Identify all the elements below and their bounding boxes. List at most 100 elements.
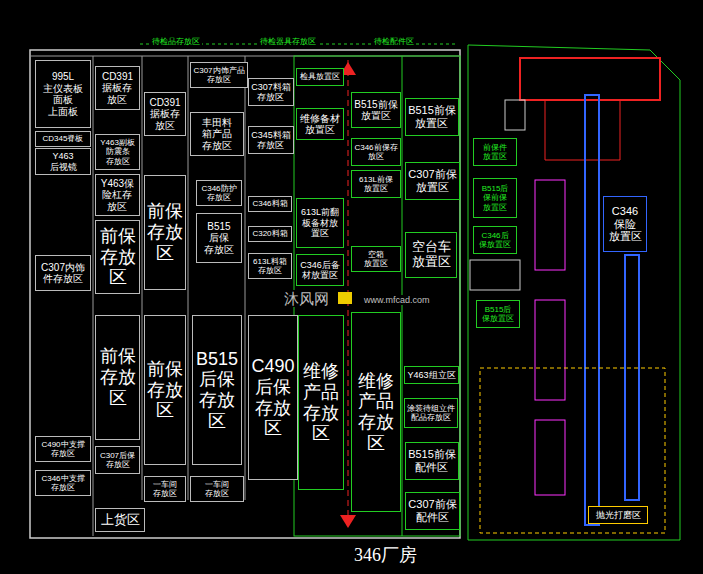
zone-label: C346前保存 放区 <box>354 143 397 161</box>
storage-zone: 995L 主仪表板 面板 上面板 <box>35 60 91 128</box>
storage-zone: B515 后保 存放区 <box>196 213 242 263</box>
zone-label: 空箱 放置区 <box>364 250 388 268</box>
zone-label: Y463组立区 <box>407 370 455 380</box>
zone-label: C307后保 存放区 <box>100 451 135 469</box>
zone-label: C307内饰产品 存放区 <box>193 66 244 84</box>
storage-zone: C307后保 存放区 <box>95 446 140 474</box>
zone-label: Y463保 险杠存 放区 <box>101 178 134 213</box>
track-loop <box>480 368 665 533</box>
area-outline <box>468 45 680 540</box>
equipment-symbol <box>470 260 520 290</box>
storage-zone: B515后 保前保 放置区 <box>473 178 517 218</box>
zone-label: 613L前保 放置区 <box>359 175 393 193</box>
storage-zone: 维修 产品 存放 区 <box>351 312 401 512</box>
storage-zone: 丰田料 箱产品 存放区 <box>190 112 244 156</box>
zone-label: 涂装待组立件 配品存放区 <box>407 404 455 422</box>
zone-label: C346料箱 <box>252 199 287 208</box>
zone-label: 维修 产品 存放 区 <box>358 371 394 454</box>
storage-zone: 前保 存放 区 <box>95 315 140 440</box>
watermark: 沐风网 <box>282 290 331 307</box>
storage-zone: C346中支撑 存放区 <box>35 470 91 496</box>
zone-label: Y463副板 防震条 存放区 <box>100 138 135 166</box>
machine-symbol <box>535 180 565 270</box>
zone-label: 维修备材 放置区 <box>300 113 340 136</box>
storage-zone: 抛光打磨区 <box>588 506 648 524</box>
storage-zone: 空台车 放置区 <box>405 232 457 278</box>
storage-zone: B515后 保放置区 <box>476 300 520 328</box>
storage-zone: C307料箱 存放区 <box>248 78 294 106</box>
zone-label: C490中支撑 存放区 <box>41 440 84 458</box>
zone-label: C307前保 放置区 <box>408 168 456 193</box>
zone-label: C346后备 材放置区 <box>300 260 340 281</box>
zone-label: B515前保 放置区 <box>354 99 397 122</box>
zone-label: 上货区 <box>101 513 140 528</box>
top-label: 待检配件区 <box>372 37 416 46</box>
top-label: 待检品存放区 <box>150 37 202 46</box>
zone-label: Y463 后视镜 <box>50 151 77 172</box>
storage-zone: 前保 存放 区 <box>144 315 186 465</box>
storage-zone: 检具放置区 <box>296 68 344 86</box>
watermark: www.mfcad.com <box>362 295 432 305</box>
aisle-line <box>245 56 246 500</box>
zone-label: C346后 保放置区 <box>479 231 511 249</box>
storage-zone: 前保件 放置区 <box>473 138 517 166</box>
conveyor-symbol <box>545 100 620 160</box>
zone-label: 613L料箱 存放区 <box>253 257 287 275</box>
zone-label: B515前保 配件区 <box>408 448 456 473</box>
zone-label: C320料箱 <box>252 229 287 238</box>
zone-label: B515 后保 存放区 <box>204 221 234 256</box>
storage-zone: 维修备材 放置区 <box>296 108 344 140</box>
storage-zone: C346料箱 <box>248 196 292 212</box>
zone-label: C346 保险 放置区 <box>609 205 642 243</box>
conveyor-symbol <box>625 255 639 500</box>
zone-label: C307内饰 件存放区 <box>41 262 85 285</box>
zone-label: 丰田料 箱产品 存放区 <box>202 117 232 152</box>
storage-zone: Y463 后视镜 <box>35 148 91 175</box>
conveyor-symbol <box>585 95 599 525</box>
machine-symbol <box>535 420 565 495</box>
zone-label: B515后 保放置区 <box>482 305 514 323</box>
storage-zone: CD345脊板 <box>35 131 91 147</box>
zone-label: CD391 据板存 放区 <box>149 97 180 132</box>
zone-label: 前保 存放 区 <box>147 201 183 263</box>
storage-zone: 前保 存放 区 <box>95 220 140 294</box>
zone-label: 空台车 放置区 <box>412 240 451 270</box>
storage-zone: C345料箱 存放区 <box>248 126 294 154</box>
zone-label: C346中支撑 存放区 <box>41 474 84 492</box>
zone-label: C490 后保 存放 区 <box>251 356 294 439</box>
zone-label: 995L 主仪表板 面板 上面板 <box>43 71 83 117</box>
storage-zone: C346 保险 放置区 <box>603 196 647 252</box>
equipment-symbol <box>505 100 525 130</box>
storage-zone: 613L前翻 板备材放 置区 <box>296 198 344 248</box>
storage-zone: Y463副板 防震条 存放区 <box>95 134 140 170</box>
zone-label: C345料箱 存放区 <box>251 130 291 151</box>
storage-zone: C307前保 放置区 <box>405 162 460 200</box>
zone-label: B515后 保前保 放置区 <box>482 184 509 212</box>
storage-zone: 一车间 存放区 <box>190 476 244 502</box>
storage-zone: CD391 据板存 放区 <box>95 66 140 110</box>
zone-label: 前保 存放 区 <box>100 226 136 288</box>
zone-label: 抛光打磨区 <box>596 510 641 520</box>
top-label: 待检器具存放区 <box>258 37 318 46</box>
zone-label: 前保件 放置区 <box>483 143 507 161</box>
machine-symbol <box>535 300 565 400</box>
storage-zone: 涂装待组立件 配品存放区 <box>404 398 458 428</box>
storage-zone: C346后 保放置区 <box>473 226 517 254</box>
storage-zone: Y463保 险杠存 放区 <box>95 174 140 216</box>
storage-zone: C346后备 材放置区 <box>296 254 344 286</box>
storage-zone: C307前保 配件区 <box>405 492 460 530</box>
arrow-symbol <box>340 515 356 528</box>
aisle-line <box>93 56 94 536</box>
zone-label: CD345脊板 <box>43 134 84 143</box>
caption: 346厂房 <box>352 545 419 566</box>
storage-zone: CD391 据板存 放区 <box>144 92 186 136</box>
storage-zone: 613L料箱 存放区 <box>248 253 292 279</box>
storage-zone: C307内饰 件存放区 <box>35 255 91 291</box>
zone-label: CD391 据板存 放区 <box>102 71 133 106</box>
zone-label: 维修 产品 存放 区 <box>303 361 339 444</box>
storage-zone: 维修 产品 存放 区 <box>298 315 344 490</box>
zone-label: 前保 存放 区 <box>147 359 183 421</box>
storage-zone: C346前保存 放区 <box>351 138 401 166</box>
